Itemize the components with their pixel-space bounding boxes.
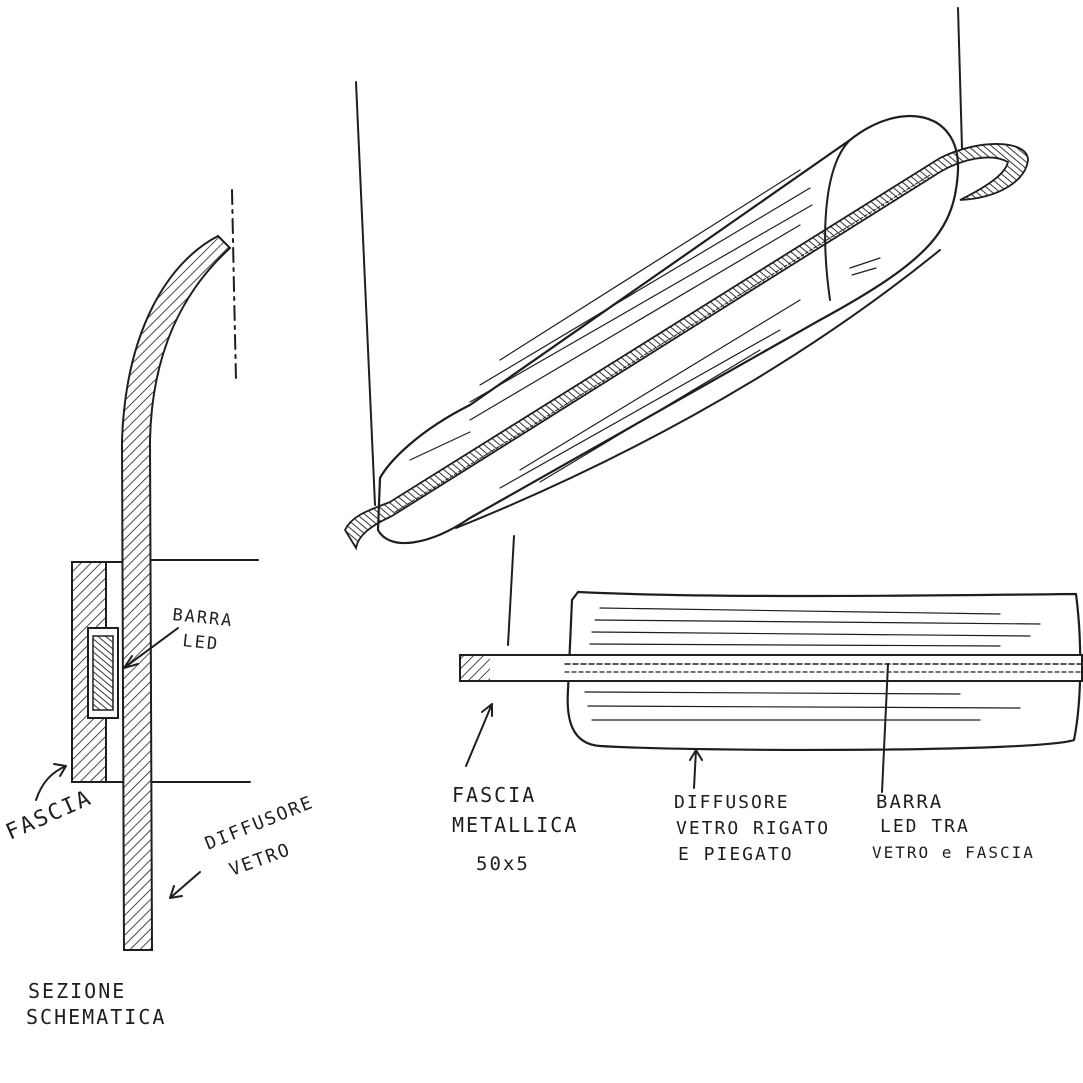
schematic-section <box>35 189 259 951</box>
glass-diffuser-section <box>120 234 232 951</box>
glass-body <box>376 115 960 545</box>
arrow-fascia-metallica <box>465 703 493 767</box>
perspective-view <box>343 7 1029 551</box>
label-diffusore-vetro-2: VETRO <box>227 839 294 881</box>
elevation-wire <box>507 535 515 646</box>
arrow-diffusore <box>169 871 201 899</box>
label-diffusore-rigato-3: E PIEGATO <box>678 844 794 865</box>
glass-end-cap <box>824 139 851 301</box>
metal-band-led-strip <box>394 174 931 513</box>
led-bar-core <box>92 635 114 711</box>
label-sezione-2: SCHEMATICA <box>26 1005 166 1029</box>
suspension-dash-line <box>231 189 237 381</box>
label-diffusore-vetro-1: DIFFUSORE <box>202 792 317 855</box>
label-barra-tra-2: LED TRA <box>880 816 970 837</box>
label-barra-tra-3: VETRO e FASCIA <box>872 843 1035 862</box>
elevation-band-end-hatch <box>460 655 490 681</box>
arrow-barra-tra <box>881 663 889 793</box>
label-fascia: FASCIA <box>2 785 96 845</box>
arrow-fascia <box>35 763 67 801</box>
label-diffusore-rigato-2: VETRO RIGATO <box>676 818 830 839</box>
arrow-diffusore-rigato <box>689 749 703 789</box>
label-fascia-metallica-3: 50x5 <box>476 853 530 875</box>
elevation-glass <box>566 590 1082 752</box>
suspension-wire-right <box>957 7 963 149</box>
metal-band <box>343 143 1029 551</box>
elevation-view <box>459 535 1083 793</box>
label-fascia-metallica-1: FASCIA <box>452 783 536 807</box>
glass-ribs <box>409 169 881 489</box>
label-barra-tra-1: BARRA <box>876 791 943 813</box>
arrow-barra-led <box>123 627 179 669</box>
fascia-outline <box>105 561 123 783</box>
elevation-ribs <box>584 607 1041 721</box>
label-sezione-1: SEZIONE <box>28 979 126 1003</box>
label-barra-led-2: LED <box>181 631 220 655</box>
label-fascia-metallica-2: METALLICA <box>452 813 578 837</box>
label-diffusore-rigato-1: DIFFUSORE <box>674 792 790 813</box>
label-barra-led-1: BARRA <box>171 605 234 631</box>
elevation-metal-band <box>459 654 1083 682</box>
suspension-wire-left <box>355 81 376 506</box>
glass-underside <box>455 249 941 529</box>
